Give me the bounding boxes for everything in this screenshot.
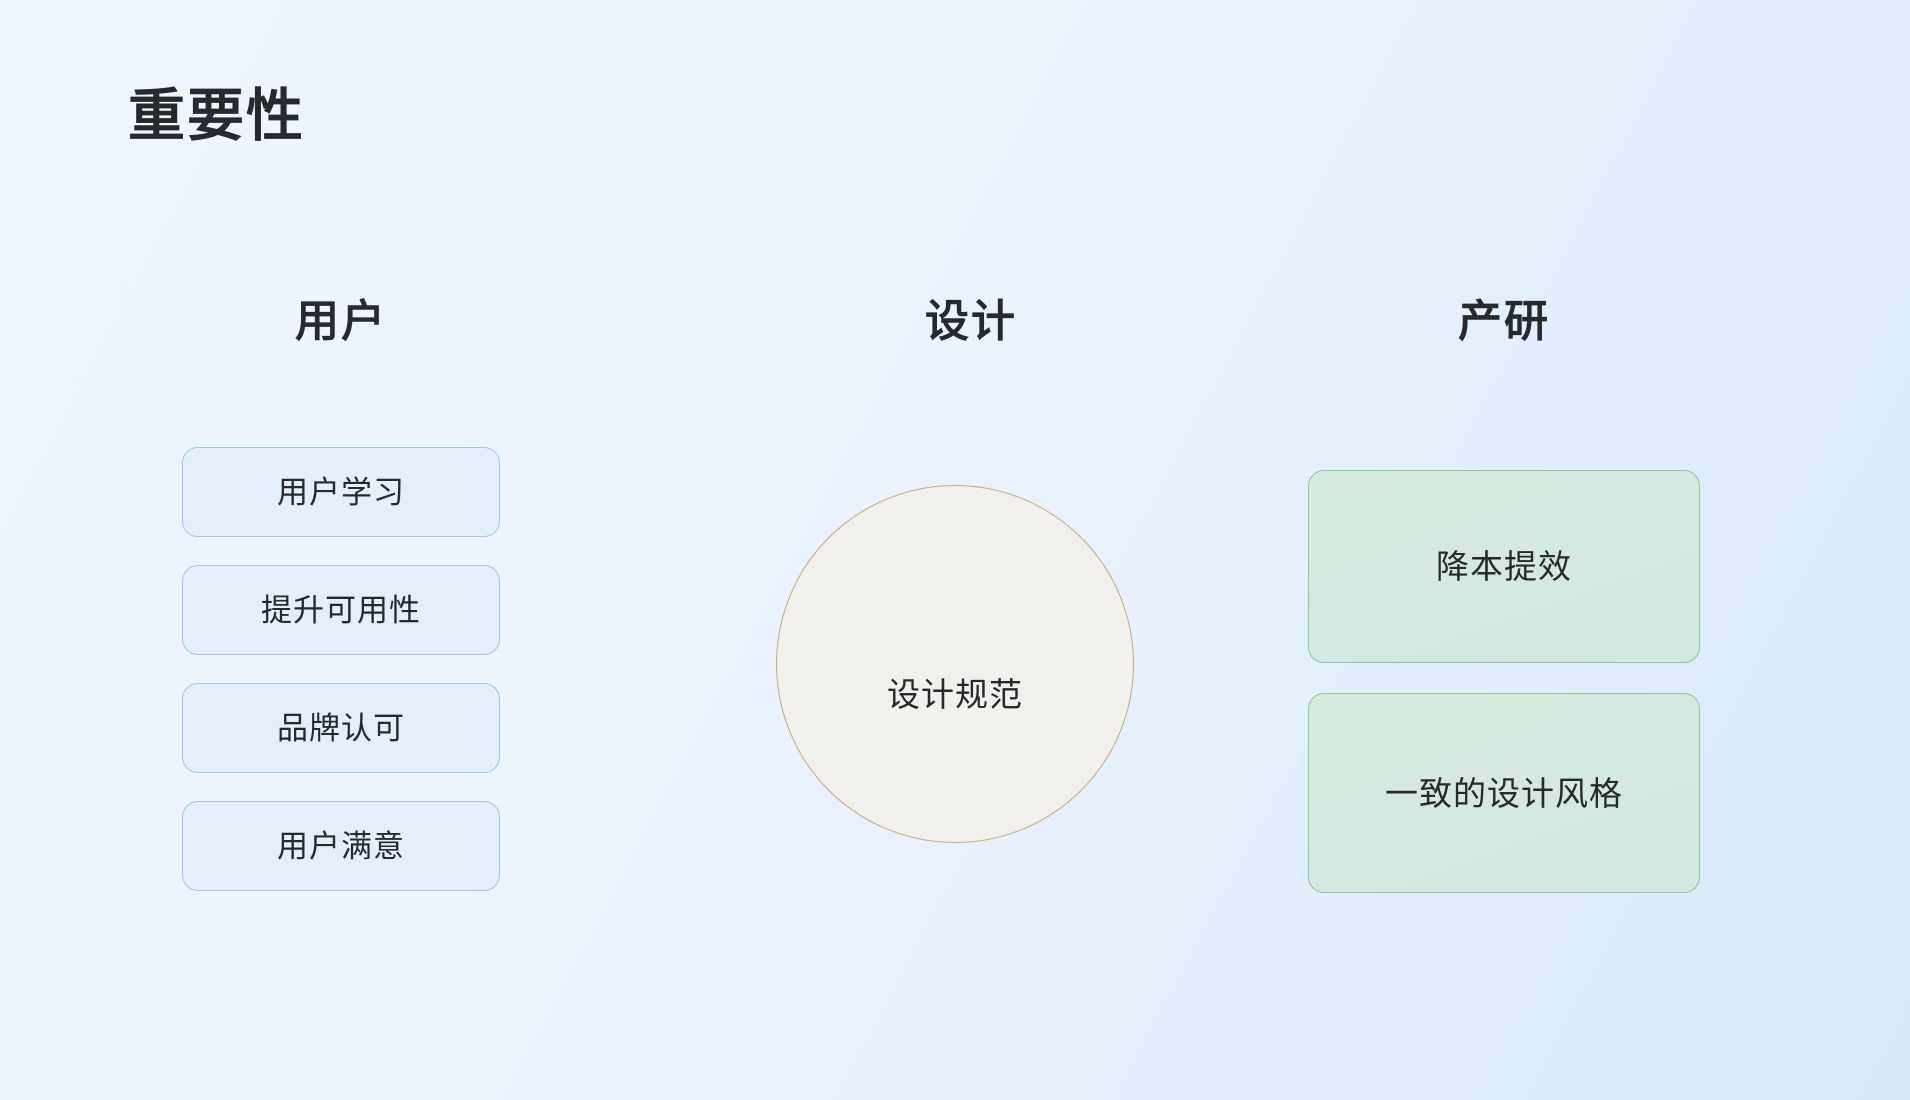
rnd-card-list: 降本提效 一致的设计风格: [1308, 470, 1700, 893]
user-card[interactable]: 提升可用性: [182, 565, 500, 655]
user-card[interactable]: 用户学习: [182, 447, 500, 537]
rnd-card[interactable]: 降本提效: [1308, 470, 1700, 663]
column-design: 设计: [776, 300, 1166, 350]
column-header-rnd: 产研: [1458, 297, 1550, 346]
user-card[interactable]: 用户满意: [182, 801, 500, 891]
column-user: 用户: [182, 300, 500, 350]
user-card-label: 品牌认可: [277, 710, 405, 746]
user-card-label: 用户学习: [277, 474, 405, 510]
user-card[interactable]: 品牌认可: [182, 683, 500, 773]
user-card-label: 用户满意: [277, 828, 405, 864]
rnd-card[interactable]: 一致的设计风格: [1308, 693, 1700, 893]
page-title: 重要性: [128, 84, 305, 148]
user-card-label: 提升可用性: [261, 592, 421, 628]
column-header-design: 设计: [925, 297, 1017, 346]
design-standard-circle[interactable]: 设计规范: [776, 485, 1134, 843]
rnd-card-label: 一致的设计风格: [1385, 774, 1623, 812]
design-standard-circle-label: 设计规范: [887, 675, 1023, 713]
rnd-card-label: 降本提效: [1436, 548, 1572, 585]
column-rnd: 产研: [1308, 300, 1700, 350]
user-card-list: 用户学习 提升可用性 品牌认可 用户满意: [182, 447, 500, 891]
column-header-user: 用户: [295, 297, 387, 346]
